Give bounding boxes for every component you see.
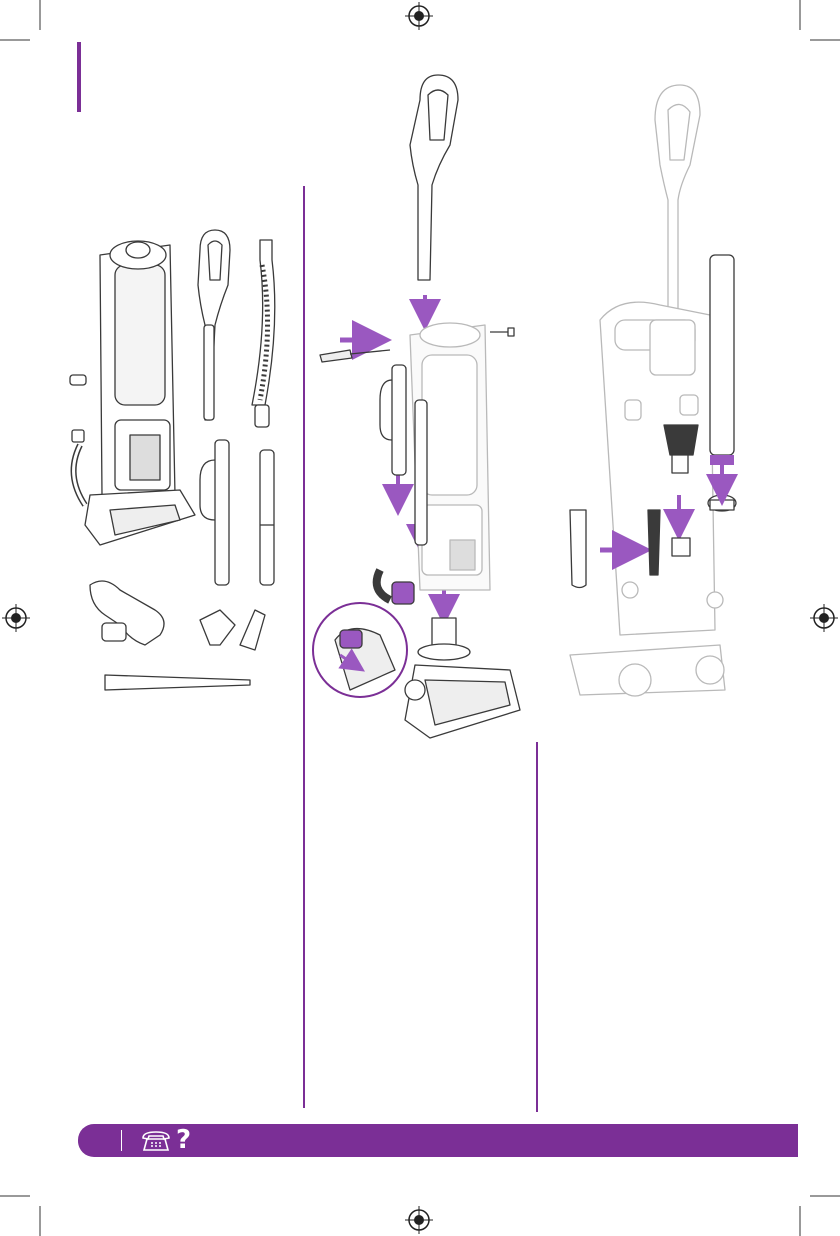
registration-mark-icon <box>405 2 433 30</box>
turbo-brush <box>89 580 165 646</box>
column-divider-right <box>536 742 538 1112</box>
long-crevice-tool <box>104 674 251 691</box>
help-label: ? <box>176 1125 192 1155</box>
registration-mark-icon <box>2 604 30 632</box>
parts-overview-illustration <box>69 229 276 691</box>
footer-divider <box>121 1130 122 1151</box>
straight-tube <box>259 449 275 586</box>
footer-bar <box>78 1124 798 1157</box>
registration-mark-icon <box>405 1206 433 1234</box>
crevice-small <box>239 609 266 651</box>
phone-icon <box>142 1131 170 1151</box>
registration-mark-icon <box>810 604 838 632</box>
extension-wand <box>214 439 230 586</box>
dusting-tool <box>199 609 236 646</box>
column-divider-left <box>303 186 305 1108</box>
assembly-illustration <box>312 74 521 739</box>
tool-storage-illustration <box>569 84 738 697</box>
title-accent-line <box>77 42 81 112</box>
